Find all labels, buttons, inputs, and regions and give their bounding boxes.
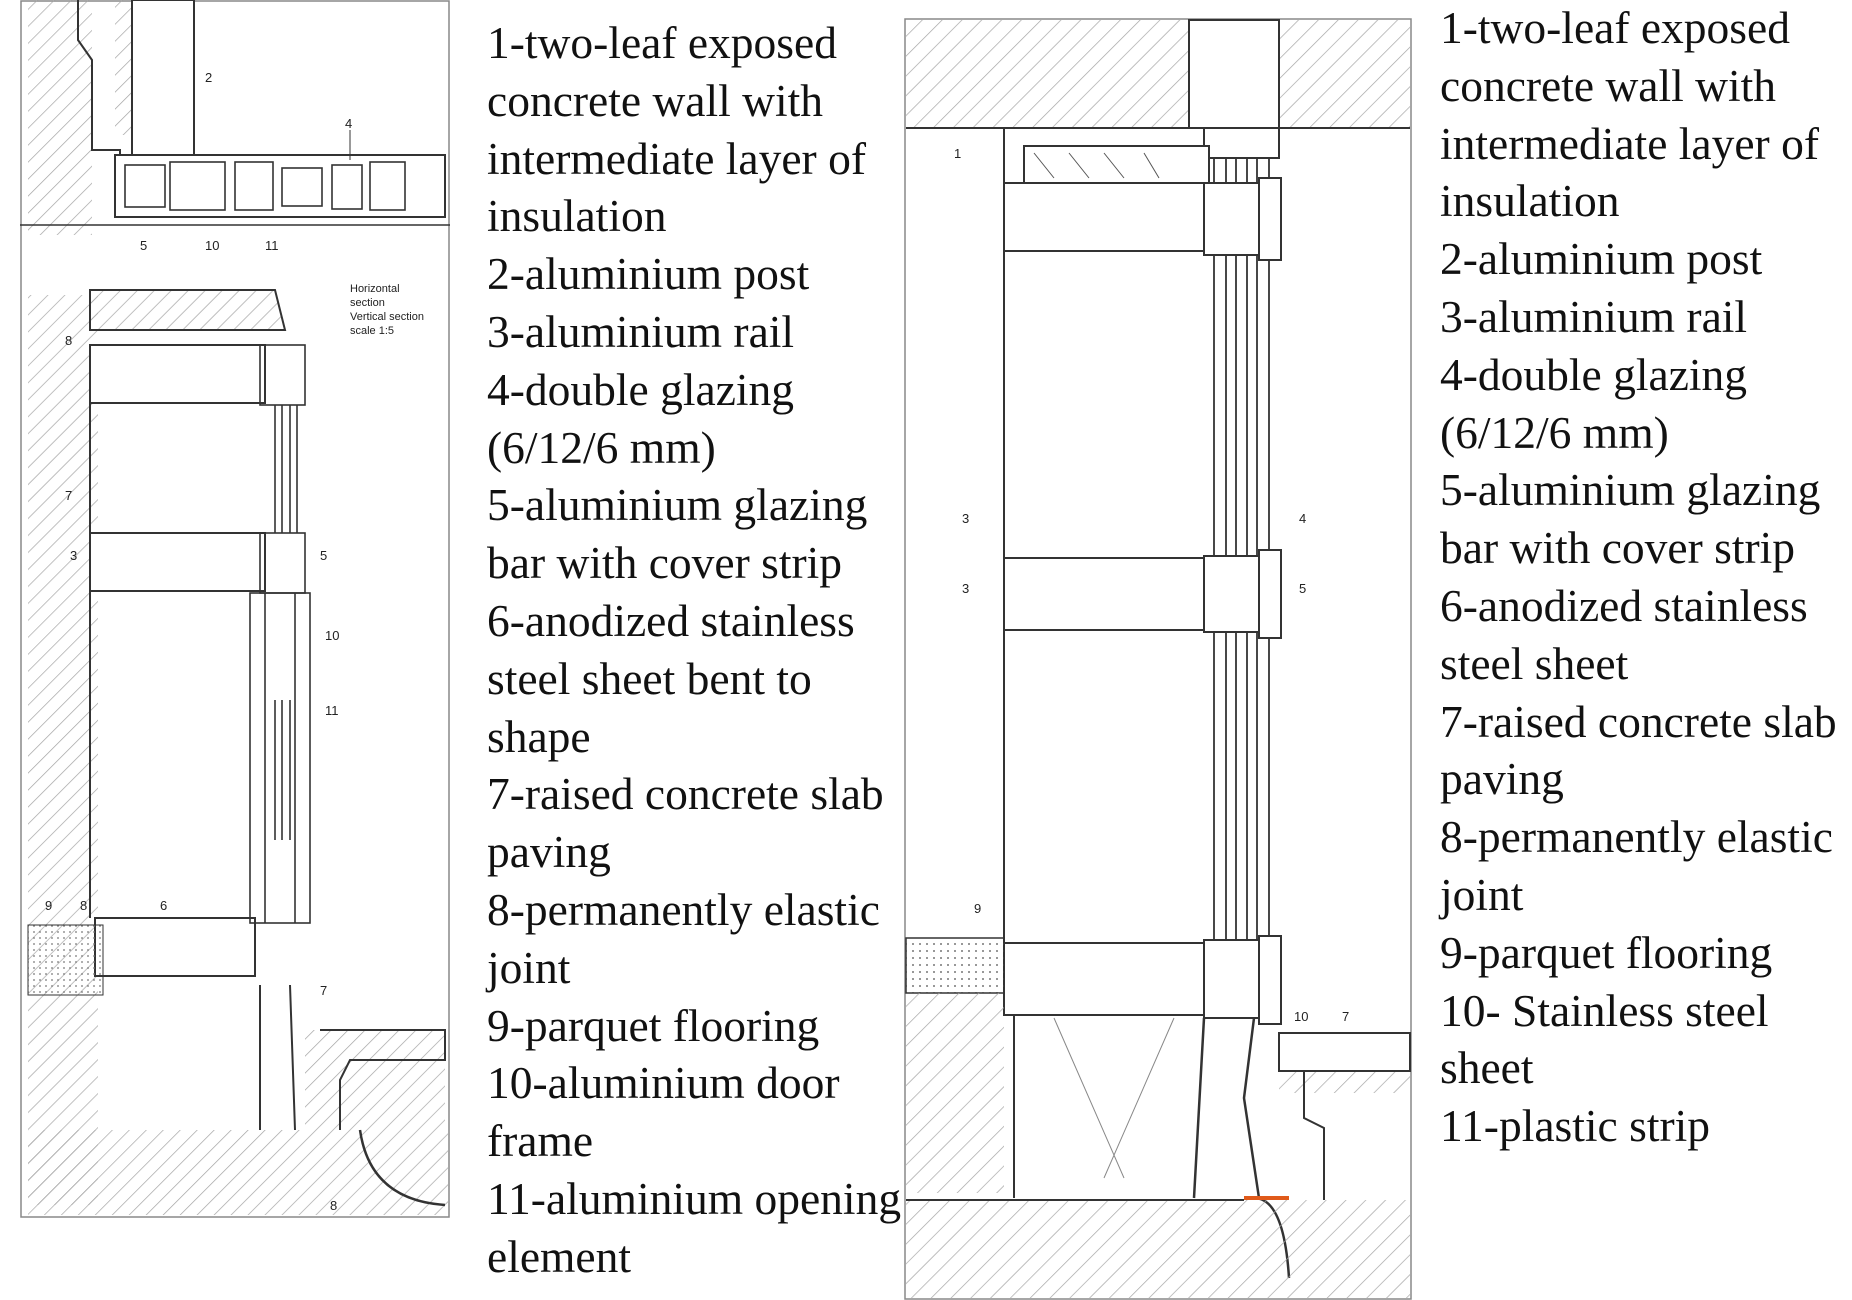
legend-right: 1-two-leaf exposed concrete wall with in… — [1440, 0, 1845, 1155]
section-note: Horizontal section Vertical section scal… — [350, 283, 424, 337]
right-section-drawing: 1 3 3 4 5 9 10 7 — [904, 18, 1412, 1300]
legend-item: 7-raised concrete slab paving — [1440, 695, 1837, 805]
callout: 4 — [345, 116, 352, 131]
legend-item: 2-aluminium post — [487, 248, 810, 300]
callout: 8 — [80, 898, 87, 913]
aluminium-post — [131, 0, 195, 156]
legend-item: 10- Stainless steel sheet — [1440, 984, 1769, 1094]
callout: 11 — [325, 703, 339, 718]
rail-middle — [89, 532, 266, 592]
callout: 4 — [1299, 511, 1306, 526]
concrete-wall-hatch — [28, 0, 92, 235]
callout: 3 — [962, 581, 969, 596]
legend-item: 3-aluminium rail — [487, 305, 795, 357]
rail-top — [1003, 182, 1215, 252]
callout: 3 — [962, 511, 969, 526]
legend-item: 9-parquet flooring — [487, 999, 820, 1051]
rail-top — [89, 344, 266, 404]
callout: 7 — [65, 488, 72, 503]
callout: 6 — [160, 898, 167, 913]
legend-item: 5-aluminium glazing bar with cover strip — [487, 479, 868, 589]
callout: 9 — [974, 901, 981, 916]
section-note-line-1: Horizontal — [350, 283, 400, 295]
section-note-line-4: scale 1:5 — [350, 325, 394, 337]
legend-item: 1-two-leaf exposed concrete wall with in… — [1440, 2, 1819, 227]
legend-item: 3-aluminium rail — [1440, 290, 1748, 342]
legend-item: 8-permanently elastic joint — [1440, 811, 1833, 920]
left-section-drawing: Horizontal section Vertical section scal… — [20, 0, 450, 1218]
legend-item: 11-plastic strip — [1440, 1100, 1711, 1152]
legend-item: 7-raised concrete slab paving — [487, 768, 884, 878]
legend-item: 6-anodized stainless steel sheet bent to… — [487, 594, 855, 762]
legend-item: 6-anodized stainless steel sheet — [1440, 579, 1808, 689]
callout: 2 — [205, 70, 212, 85]
callout: 5 — [140, 238, 147, 253]
legend-item: 8-permanently elastic joint — [487, 883, 880, 993]
right-callouts: 1 3 3 4 5 9 10 7 — [954, 146, 1349, 1024]
glazing-column — [249, 344, 311, 924]
callout: 8 — [65, 333, 72, 348]
legend-item: 11-aluminium opening element — [487, 1172, 902, 1282]
legend-item: 4-double glazing (6/12/6 mm) — [487, 363, 795, 473]
section-note-line-2: section — [350, 297, 385, 309]
legend-item: 4-double glazing (6/12/6 mm) — [1440, 348, 1748, 458]
top-wall-hatch — [906, 20, 1410, 128]
left-drawing-svg: Horizontal section Vertical section scal… — [20, 0, 450, 1218]
callout: 10 — [205, 238, 219, 253]
section-note-line-3: Vertical section — [350, 311, 424, 323]
rail-bottom — [94, 917, 256, 977]
legend-item: 1-two-leaf exposed concrete wall with in… — [487, 17, 866, 242]
callout: 8 — [330, 1198, 337, 1213]
callout: 9 — [45, 898, 52, 913]
left-callouts: 2 4 5 10 11 8 7 3 5 10 11 9 8 6 7 8 — [45, 70, 352, 1213]
glazing-bars — [1203, 177, 1282, 1025]
callout: 5 — [320, 548, 327, 563]
callout: 1 — [954, 146, 961, 161]
callout: 11 — [265, 238, 279, 253]
right-drawing-svg: 1 3 3 4 5 9 10 7 — [904, 18, 1412, 1300]
legend-item: 10-aluminium door frame — [487, 1057, 840, 1167]
callout: 7 — [1342, 1009, 1349, 1024]
callout: 10 — [1294, 1009, 1308, 1024]
rail-middle — [1003, 557, 1215, 631]
callout: 3 — [70, 548, 77, 563]
callout: 5 — [1299, 581, 1306, 596]
legend-item: 9-parquet flooring — [1440, 926, 1773, 978]
rail-bottom — [1003, 942, 1215, 1016]
legend-item: 2-aluminium post — [1440, 233, 1763, 285]
callout: 10 — [325, 628, 339, 643]
legend-left: 1-two-leaf exposed concrete wall with in… — [487, 14, 907, 1286]
callout: 7 — [320, 983, 327, 998]
legend-item: 5-aluminium glazing bar with cover strip — [1440, 464, 1821, 574]
